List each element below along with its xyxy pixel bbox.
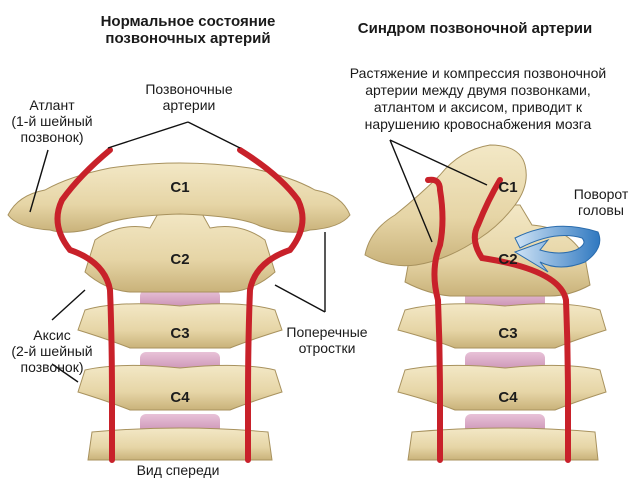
label-axis-line-2: (2-й шейный xyxy=(11,343,93,359)
title-left-line-1: Нормальное состояние xyxy=(100,13,276,30)
label-syndrome-note: Растяжение и компрессия позвоночной арте… xyxy=(318,65,638,133)
right-spine: C1 C2 C3 C4 xyxy=(364,144,607,463)
leader-note-1 xyxy=(389,139,433,243)
label-atlas-line-2: (1-й шейный xyxy=(11,113,93,129)
vertebra-c4 xyxy=(77,364,283,411)
label-atlas-line-3: позвонок) xyxy=(20,129,84,145)
left-artery-right xyxy=(237,147,306,463)
leader-note-2 xyxy=(389,139,488,186)
leader-arteries-left xyxy=(107,121,189,149)
label-atlas: Атлант (1-й шейный позвонок) xyxy=(6,97,98,145)
note-line-2: артерии между двумя позвонками, xyxy=(365,82,591,98)
leader-axis xyxy=(51,289,86,321)
label-transverse: Поперечные отростки xyxy=(282,324,372,356)
left-label-c1: C1 xyxy=(170,179,189,196)
left-artery-left xyxy=(54,147,115,463)
right-artery-left xyxy=(425,176,446,463)
vertebra-c2 xyxy=(84,209,276,293)
vertebra-c3 xyxy=(77,303,283,349)
note-line-3: атлантом и аксисом, приводит к xyxy=(373,99,583,115)
label-rotation-line-2: головы xyxy=(578,202,624,218)
leader-transverse-2 xyxy=(274,284,326,313)
label-front-view: Вид спереди xyxy=(136,462,220,478)
label-arteries-line-2: артерии xyxy=(162,97,216,113)
right-label-c1: C1 xyxy=(498,179,517,196)
note-line-1: Растяжение и компрессия позвоночной xyxy=(349,65,607,81)
label-rotation-line-1: Поворот xyxy=(573,186,629,202)
label-transverse-line-2: отростки xyxy=(298,340,356,356)
label-arteries-line-1: Позвоночные xyxy=(145,81,233,97)
left-label-c3: C3 xyxy=(170,325,189,342)
leader-lines xyxy=(29,121,488,383)
leader-arteries-right xyxy=(187,121,241,149)
right-label-c2: C2 xyxy=(498,251,517,268)
rotation-arrow xyxy=(513,225,601,273)
right-label-c3: C3 xyxy=(498,325,517,342)
label-axis-line-1: Аксис xyxy=(33,327,71,343)
title-left-line-2: позвоночных артерий xyxy=(105,30,271,47)
r-vertebra-c3 xyxy=(397,303,607,349)
vertebra-c1 xyxy=(7,162,351,233)
label-axis-line-3: позвонок) xyxy=(20,359,84,375)
left-label-c2: C2 xyxy=(170,251,189,268)
r-vertebra-c1 xyxy=(364,144,527,267)
label-transverse-line-1: Поперечные xyxy=(286,324,368,340)
label-rotation: Поворот головы xyxy=(566,186,636,218)
left-spine: C1 C2 C3 C4 xyxy=(7,147,351,463)
label-arteries: Позвоночные артерии xyxy=(140,81,238,113)
vertebra-c5 xyxy=(87,427,273,461)
r-vertebra-c4 xyxy=(397,364,607,411)
leader-atlas xyxy=(29,149,49,213)
right-label-c4: C4 xyxy=(498,389,518,406)
title-right: Синдром позвоночной артерии xyxy=(357,20,593,37)
leader-axis-2 xyxy=(51,363,79,383)
right-artery-right xyxy=(471,177,571,463)
label-axis: Аксис (2-й шейный позвонок) xyxy=(2,327,102,375)
title-left: Нормальное состояние позвоночных артерий xyxy=(88,13,288,47)
left-label-c4: C4 xyxy=(170,389,190,406)
label-atlas-line-1: Атлант xyxy=(29,97,75,113)
note-line-4: нарушению кровоснабжения мозга xyxy=(364,116,592,132)
